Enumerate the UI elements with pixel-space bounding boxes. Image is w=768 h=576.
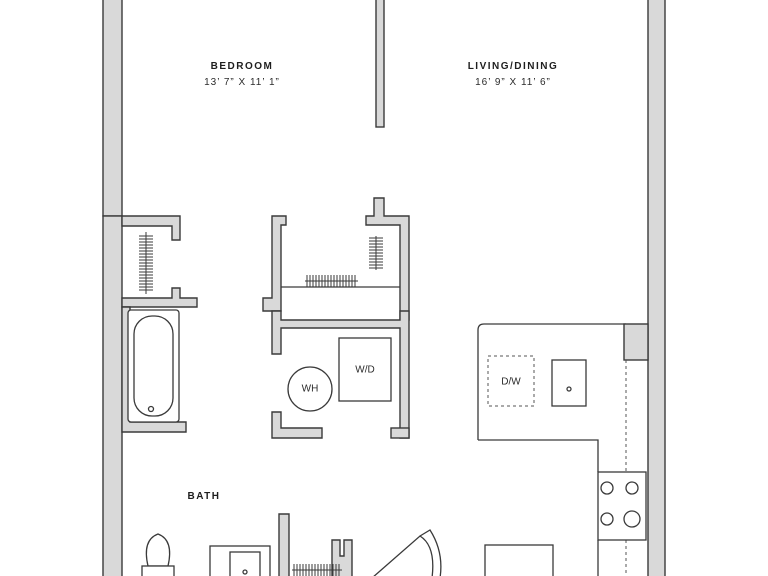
bath-door [419, 529, 442, 576]
partition-bedroom-living [375, 0, 385, 128]
refrigerator [484, 544, 554, 576]
linen-closet-wall [331, 539, 353, 576]
kitchen-column [623, 323, 649, 361]
kitchen-counter-return [478, 439, 599, 472]
kitchen-counter-edge [477, 323, 626, 440]
walkin-hanger-rods [305, 236, 383, 287]
washer-dryer-label: W/D [355, 364, 375, 376]
burner-2 [625, 481, 639, 495]
bath-label: BATH [187, 491, 221, 502]
laundry-wall-bottom-right [390, 427, 410, 439]
tub-drain [147, 405, 155, 413]
burner-1 [600, 481, 614, 495]
exterior-wall-left-lower [102, 215, 123, 576]
cooktop [597, 471, 647, 541]
burner-3 [600, 512, 614, 526]
kitchen-sink [551, 359, 587, 407]
water-heater [287, 366, 333, 412]
water-heater-label: WH [301, 383, 319, 395]
bathtub-basin [133, 315, 174, 417]
vanity-drain [242, 569, 248, 575]
closet-wall-top [121, 215, 181, 241]
bedroom-dimensions: 13’ 7” X 11’ 1” [204, 77, 280, 88]
burner-4 [623, 510, 641, 528]
walkin-closet-wall-left [262, 215, 287, 312]
dishwasher-label: D/W [501, 376, 521, 388]
closet-hanger-rod [139, 232, 153, 294]
exterior-wall-left-upper [102, 0, 123, 217]
bedroom-label: BEDROOM [210, 61, 274, 72]
exterior-wall-right [647, 0, 666, 576]
closet-wall-bottom [121, 287, 198, 308]
bath-partition [278, 513, 290, 576]
sink-drain [566, 386, 572, 392]
linen-hanger-rod [292, 564, 342, 576]
washer-dryer [338, 337, 392, 402]
laundry-wall-bottom-left [271, 411, 323, 439]
toilet-bowl [145, 533, 171, 567]
bath-door-swing [373, 535, 434, 576]
living-dining-dimensions: 16’ 9” X 11’ 6” [475, 77, 551, 88]
living-dining-label: LIVING/DINING [467, 61, 559, 72]
toilet-tank [141, 565, 175, 576]
